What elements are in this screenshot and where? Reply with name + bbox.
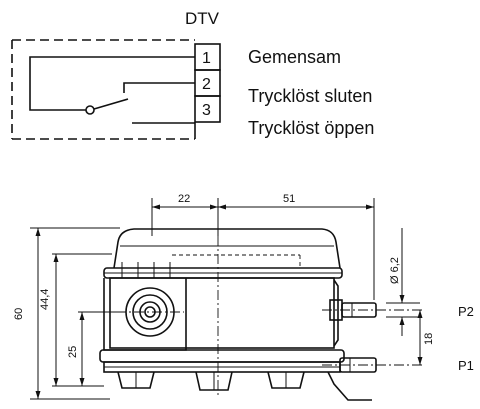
terminal-2-label: Trycklöst sluten <box>248 86 372 106</box>
dimension-port-spacing <box>417 310 423 365</box>
terminal-1-label: Gemensam <box>248 47 341 67</box>
dimension-25: 25 <box>67 346 79 358</box>
dimension-51: 51 <box>283 193 295 205</box>
port-p1-label: P1 <box>458 358 474 373</box>
dimension-port-diameter <box>399 228 405 336</box>
dimension-44-4: 44,4 <box>39 289 51 310</box>
terminal-3-number: 3 <box>202 102 211 119</box>
terminal-3-label: Trycklöst öppen <box>248 118 374 138</box>
dimension-height-port <box>78 311 120 386</box>
terminal-2-number: 2 <box>202 76 211 93</box>
switch-pivot-icon <box>85 105 95 115</box>
dimension-height-body <box>52 253 112 387</box>
dimension-6-2: Ø 6,2 <box>389 257 401 284</box>
front-port-icon <box>116 287 184 337</box>
switch-contacts <box>29 56 195 124</box>
terminal-1-number: 1 <box>202 50 211 67</box>
port-p2-nozzle <box>322 299 424 321</box>
schematic-title: DTV <box>185 9 220 28</box>
switch-body <box>99 228 372 401</box>
dimension-height-total <box>30 227 120 400</box>
dimension-18: 18 <box>423 333 435 345</box>
port-p2-label: P2 <box>458 304 474 319</box>
dimension-60: 60 <box>13 308 25 320</box>
dimension-22: 22 <box>178 193 190 205</box>
port-p1-nozzle <box>322 357 424 373</box>
switch-housing-dashed <box>11 39 195 140</box>
